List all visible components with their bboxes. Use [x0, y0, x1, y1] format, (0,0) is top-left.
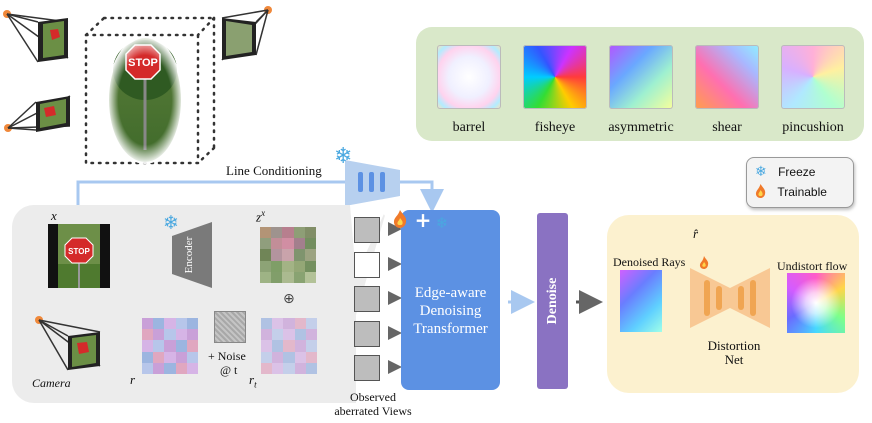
- observed-view-5: [354, 355, 380, 381]
- noise-label-2: @ t: [220, 363, 238, 377]
- flame-icon: [755, 184, 766, 198]
- var-r-label: r: [130, 372, 136, 387]
- denoise-block: Denoise: [537, 213, 568, 389]
- svg-text:+: +: [415, 208, 432, 232]
- legend-box: ❄ Freeze Trainable: [746, 157, 854, 208]
- swatch-fisheye-label: fisheye: [534, 120, 576, 135]
- noisy-ray-map-rt: [261, 318, 317, 374]
- observed-view-1: [354, 217, 380, 243]
- swatch-shear-label: shear: [712, 120, 742, 135]
- concat-plus-icon: ⊕: [283, 291, 295, 307]
- swatch-asymmetric-label: asymmetric: [608, 120, 674, 135]
- var-rt-label: rt: [249, 372, 257, 390]
- edge-aware-denoising-transformer: Edge-aware Denoising Transformer: [401, 210, 500, 390]
- var-x-label: x: [51, 208, 57, 223]
- noise-label-1: + Noise: [208, 349, 246, 363]
- camera-bottom-icon: [35, 316, 101, 371]
- swatch-pincushion-image: [781, 45, 845, 109]
- observed-view-4: [354, 321, 380, 347]
- swatch-barrel-image: [437, 45, 501, 109]
- svg-text:❄: ❄: [436, 214, 449, 232]
- latent-zx: [260, 227, 316, 283]
- swatch-barrel-label: barrel: [452, 120, 486, 135]
- swatch-pincushion-label: pincushion: [782, 120, 844, 135]
- r-hat-label: r̂: [693, 226, 699, 241]
- legend-trainable: Trainable: [755, 184, 827, 199]
- line-conditioning-label: Line Conditioning: [226, 163, 322, 178]
- camera-top-right-icon: [221, 6, 272, 61]
- encoder-block: Encoder: [172, 222, 212, 288]
- snowflake-icon: ❄: [163, 212, 179, 234]
- denoised-rays-image: [620, 270, 662, 332]
- legend-freeze: ❄ Freeze: [755, 164, 816, 180]
- undistort-flow-image: [787, 273, 845, 333]
- camera-label: Camera: [32, 376, 71, 390]
- swatch-asymmetric-image: [609, 45, 673, 109]
- snowflake-icon: ❄: [334, 144, 353, 169]
- observed-label-1: Observed: [350, 390, 396, 404]
- svg-text:STOP: STOP: [68, 247, 90, 256]
- ray-map-r: [142, 318, 198, 374]
- trainable-freeze-badges: + ❄: [393, 208, 449, 232]
- noise-patch: [214, 311, 246, 343]
- top-scene-illustration: STOP: [3, 6, 272, 165]
- observed-view-3: [354, 286, 380, 312]
- distortion-net-label-2: Net: [724, 352, 744, 367]
- svg-text:Encoder: Encoder: [183, 236, 195, 273]
- var-zx-label: zx: [256, 208, 266, 225]
- snowflake-icon: ❄: [755, 164, 767, 180]
- camera-top-left-icon: [3, 10, 69, 63]
- denoised-rays-label: Denoised Rays: [613, 255, 686, 269]
- input-image-x: STOP: [48, 224, 110, 288]
- camera-left-middle-icon: [4, 95, 71, 132]
- observed-label-2: aberrated Views: [334, 404, 412, 418]
- swatch-fisheye-image: [523, 45, 587, 109]
- distortion-net: [690, 256, 770, 328]
- undistort-flow-label: Undistort flow: [777, 259, 848, 273]
- observed-view-2: [354, 252, 380, 278]
- swatch-shear-image: [695, 45, 759, 109]
- distortion-net-label-1: Distortion: [707, 338, 761, 353]
